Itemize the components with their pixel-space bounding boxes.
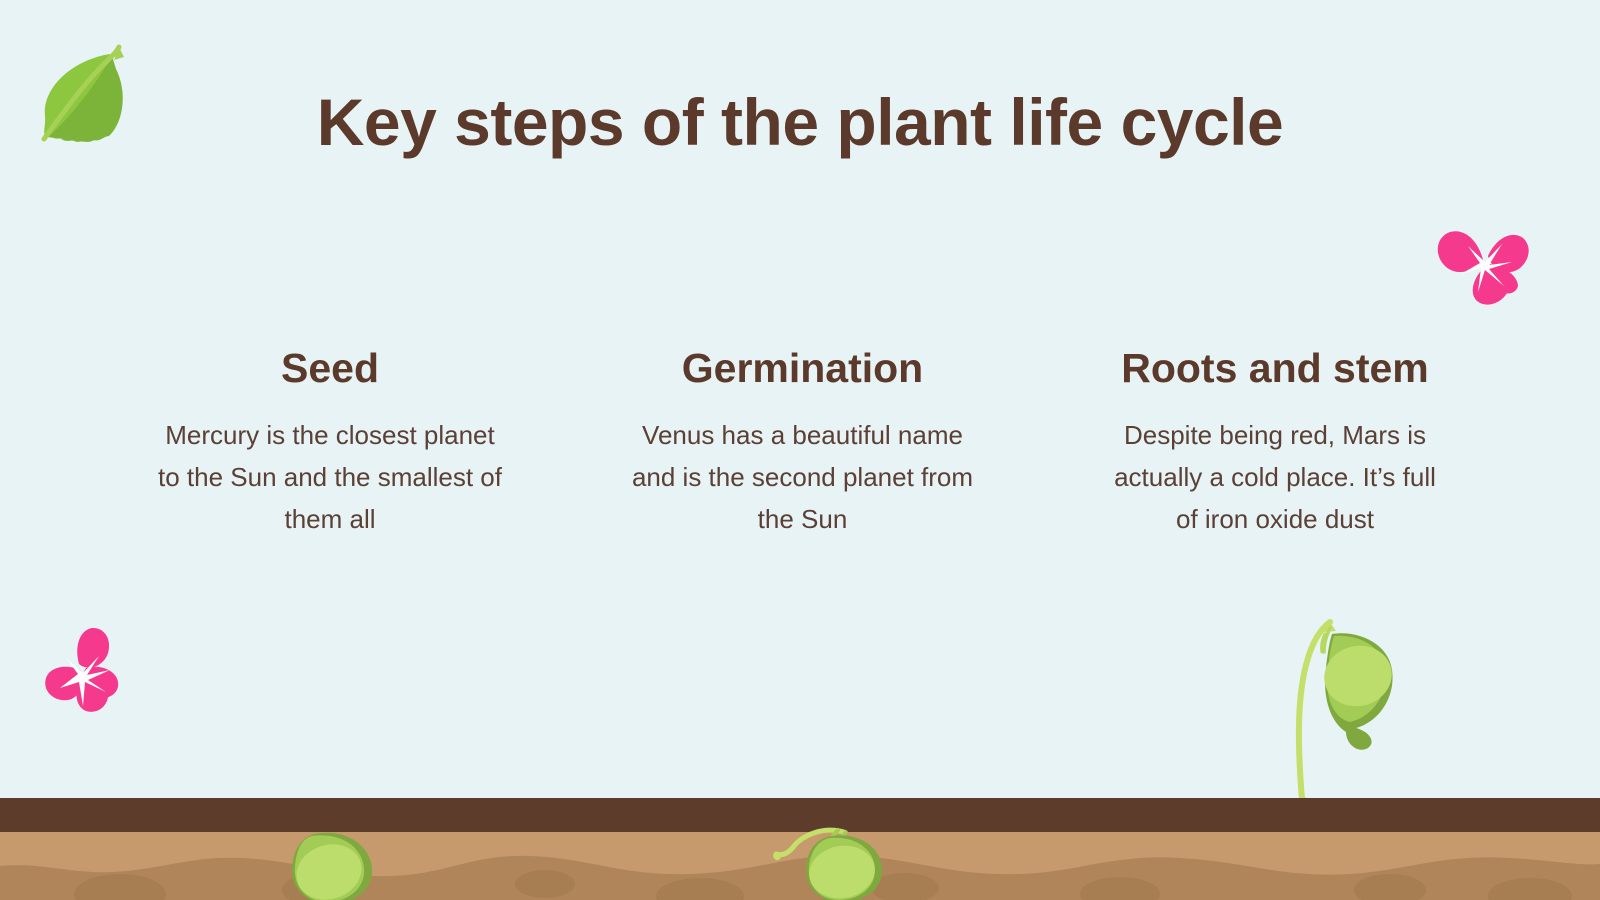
column-heading: Seed bbox=[281, 345, 379, 391]
column-heading: Roots and stem bbox=[1121, 345, 1429, 391]
page-title: Key steps of the plant life cycle bbox=[316, 85, 1284, 159]
germinating-seed-illustration bbox=[760, 822, 890, 900]
column-seed: Seed Mercury is the closest planet to th… bbox=[130, 345, 530, 540]
column-heading: Germination bbox=[681, 345, 924, 391]
column-roots-and-stem: Roots and stem Despite being red, Mars i… bbox=[1075, 345, 1475, 540]
soil-dark-band bbox=[0, 798, 1600, 832]
columns-container: Seed Mercury is the closest planet to th… bbox=[130, 345, 1475, 540]
leaf-icon bbox=[36, 44, 128, 153]
flower-icon bbox=[36, 622, 134, 717]
column-germination: Germination Venus has a beautiful name a… bbox=[603, 345, 1003, 540]
flower-icon bbox=[1428, 218, 1534, 311]
buried-seed-illustration bbox=[282, 828, 382, 900]
soil-ground bbox=[0, 798, 1600, 900]
column-body-text: Despite being red, Mars is actually a co… bbox=[1114, 420, 1436, 535]
column-body-text: Venus has a beautiful name and is the se… bbox=[631, 420, 974, 535]
column-body-text: Mercury is the closest planet to the Sun… bbox=[158, 420, 502, 535]
